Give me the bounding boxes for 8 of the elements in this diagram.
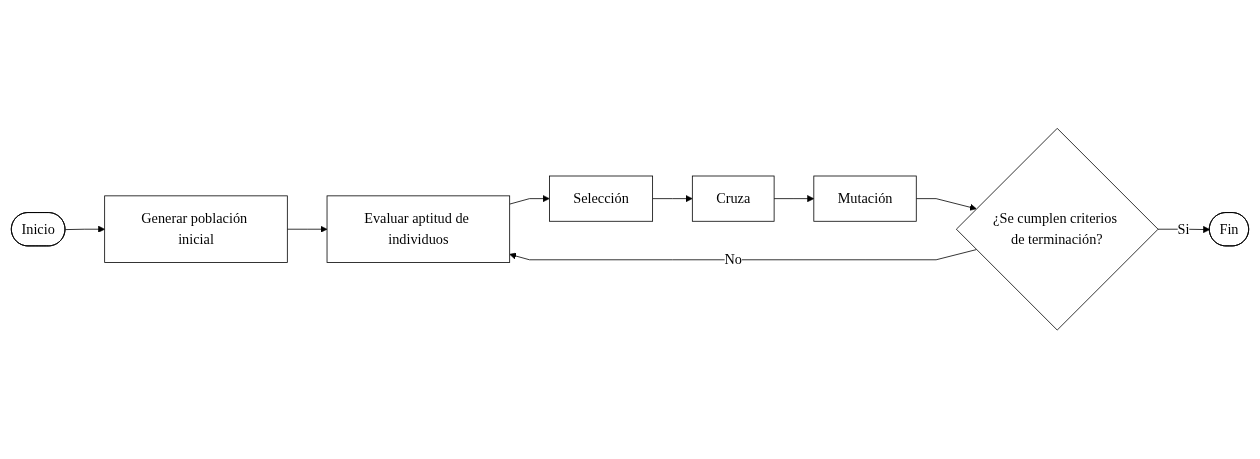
node-box: Mutación [813,175,917,222]
node-diamond: ¿Se cumplen criterios de terminación? [955,128,1159,331]
node-box: Selección [549,175,653,222]
edge-label: No [724,251,742,268]
node-box: Evaluar aptitud de individuos [326,195,511,264]
edge-label: Si [1177,221,1190,238]
node-box: Cruza [691,175,775,222]
node-box: Generar población inicial [104,195,288,264]
